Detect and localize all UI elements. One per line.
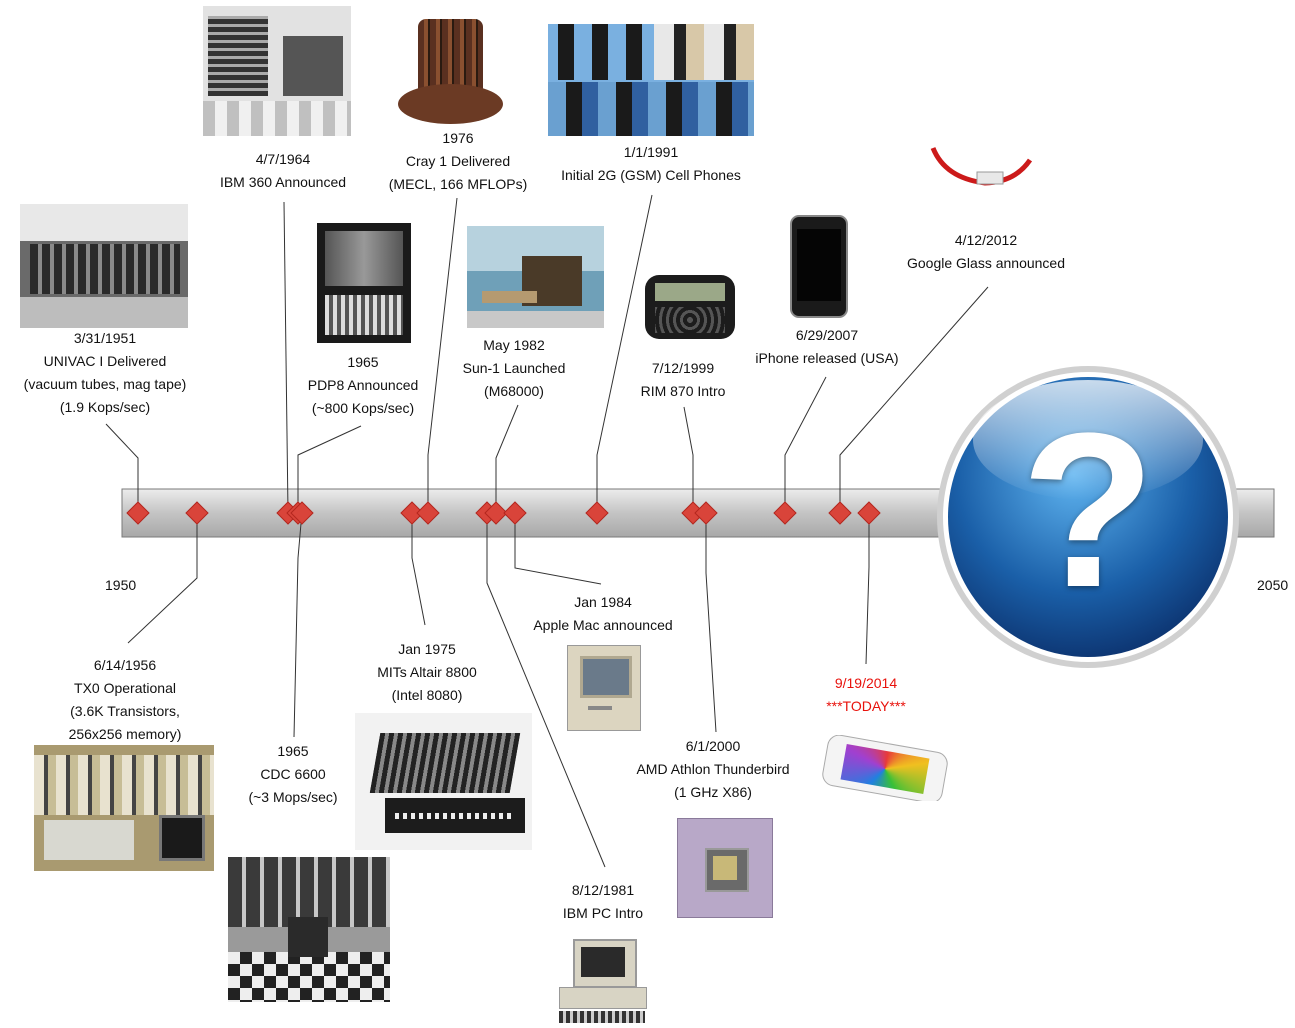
- event-marker: [694, 501, 718, 525]
- event-tx0: 6/14/1956 TX0 Operational (3.6K Transist…: [25, 654, 225, 746]
- event-date: 7/12/1999: [651, 360, 715, 376]
- event-date: 9/19/2014: [834, 675, 898, 691]
- event-ibmpc: 8/12/1981 IBM PC Intro: [503, 879, 703, 925]
- event-sun1: May 1982 Sun-1 Launched (M68000): [414, 334, 614, 403]
- event-line: MITs Altair 8800: [377, 664, 477, 680]
- cellphones-photo: [548, 24, 754, 136]
- galaxy-photo: [818, 735, 950, 801]
- event-date: 3/31/1951: [73, 330, 137, 346]
- event-line: 256x256 memory): [68, 726, 182, 742]
- axis-start-label: 1950: [105, 577, 137, 593]
- event-date: Jan 1975: [398, 641, 456, 657]
- event-today: 9/19/2014 ***TODAY***: [766, 672, 966, 718]
- ibm360-photo: [203, 6, 351, 136]
- event-mac: Jan 1984 Apple Mac announced: [503, 591, 703, 637]
- event-altair: Jan 1975 MITs Altair 8800 (Intel 8080): [327, 638, 527, 707]
- event-date: 4/7/1964: [255, 151, 311, 167]
- event-marker: [416, 501, 440, 525]
- event-rim870: 7/12/1999 RIM 870 Intro: [583, 357, 783, 403]
- connector-lines: [105, 194, 989, 868]
- event-date: 1965: [277, 743, 309, 759]
- question-orb: [937, 366, 1239, 668]
- tx0-photo: [34, 745, 214, 871]
- event-line: PDP8 Announced: [307, 377, 419, 393]
- event-cdc6600: 1965 CDC 6600 (~3 Mops/sec): [193, 740, 393, 809]
- event-marker: [828, 501, 852, 525]
- sun1-photo: [467, 226, 604, 328]
- event-marker: [126, 501, 150, 525]
- cdc6600-photo: [228, 857, 390, 1002]
- event-line: IBM 360 Announced: [219, 174, 347, 190]
- event-line: IBM PC Intro: [562, 905, 644, 921]
- event-line: (M68000): [484, 383, 544, 399]
- event-line: (vacuum tubes, mag tape): [23, 376, 187, 392]
- event-date: May 1982: [483, 337, 545, 353]
- event-iphone: 6/29/2007 iPhone released (USA): [727, 324, 927, 370]
- event-marker: [503, 501, 527, 525]
- event-line: Google Glass announced: [907, 255, 1065, 271]
- event-date: 4/12/2012: [954, 232, 1018, 248]
- event-marker: [773, 501, 797, 525]
- event-date: 1976: [442, 130, 474, 146]
- event-marker: [290, 501, 314, 525]
- event-date: 1/1/1991: [623, 144, 679, 160]
- glass-photo: [925, 138, 1037, 200]
- event-line: RIM 870 Intro: [640, 383, 726, 399]
- event-date: 6/1/2000: [685, 738, 741, 754]
- event-ibm360: 4/7/1964 IBM 360 Announced: [183, 148, 383, 194]
- event-line: (1.9 Kops/sec): [59, 399, 151, 415]
- event-line: (MECL, 166 MFLOPs): [388, 176, 528, 192]
- glass-drawing: [930, 146, 1033, 186]
- event-line: (1 GHz X86): [674, 784, 752, 800]
- event-line: TX0 Operational: [74, 680, 176, 696]
- univac-photo: [20, 204, 188, 328]
- event-line: Cray 1 Delivered: [405, 153, 511, 169]
- athlon-photo: [677, 818, 773, 918]
- event-markers: [126, 501, 881, 525]
- event-cray1: 1976 Cray 1 Delivered (MECL, 166 MFLOPs): [358, 127, 558, 196]
- event-glass: 4/12/2012 Google Glass announced: [886, 229, 1086, 275]
- event-line: ***TODAY***: [826, 698, 906, 714]
- cray1-photo: [398, 14, 503, 132]
- event-date: Jan 1984: [574, 594, 632, 610]
- event-line: AMD Athlon Thunderbird: [636, 761, 790, 777]
- event-marker: [484, 501, 508, 525]
- event-date: 1965: [347, 354, 379, 370]
- event-date: 6/14/1956: [93, 657, 157, 673]
- event-line: Initial 2G (GSM) Cell Phones: [561, 167, 741, 183]
- event-line: Sun-1 Launched: [462, 360, 566, 376]
- event-line: (Intel 8080): [391, 687, 463, 703]
- event-line: (3.6K Transistors,: [70, 703, 180, 719]
- event-marker: [857, 501, 881, 525]
- pdp8-photo: [317, 223, 411, 343]
- event-line: CDC 6600: [260, 766, 326, 782]
- event-gsm: 1/1/1991 Initial 2G (GSM) Cell Phones: [541, 141, 761, 187]
- event-date: 8/12/1981: [571, 882, 635, 898]
- event-line: iPhone released (USA): [755, 350, 899, 366]
- mac-photo: [567, 645, 641, 731]
- altair-photo: [355, 713, 532, 850]
- iphone-photo: [790, 215, 848, 318]
- question-mark: ?: [1020, 387, 1156, 633]
- event-line: UNIVAC I Delivered: [43, 353, 167, 369]
- event-marker: [585, 501, 609, 525]
- event-marker: [185, 501, 209, 525]
- event-marker: [400, 501, 424, 525]
- event-line: (~3 Mops/sec): [248, 789, 338, 805]
- rim870-photo: [643, 271, 738, 343]
- ibmpc-photo: [555, 937, 650, 1027]
- event-univac: 3/31/1951 UNIVAC I Delivered (vacuum tub…: [5, 327, 205, 419]
- event-pdp8: 1965 PDP8 Announced (~800 Kops/sec): [263, 351, 463, 420]
- event-line: Apple Mac announced: [533, 617, 673, 633]
- event-line: (~800 Kops/sec): [311, 400, 415, 416]
- axis-end-label: 2050: [1257, 577, 1289, 593]
- event-athlon: 6/1/2000 AMD Athlon Thunderbird (1 GHz X…: [603, 735, 823, 804]
- event-date: 6/29/2007: [795, 327, 859, 343]
